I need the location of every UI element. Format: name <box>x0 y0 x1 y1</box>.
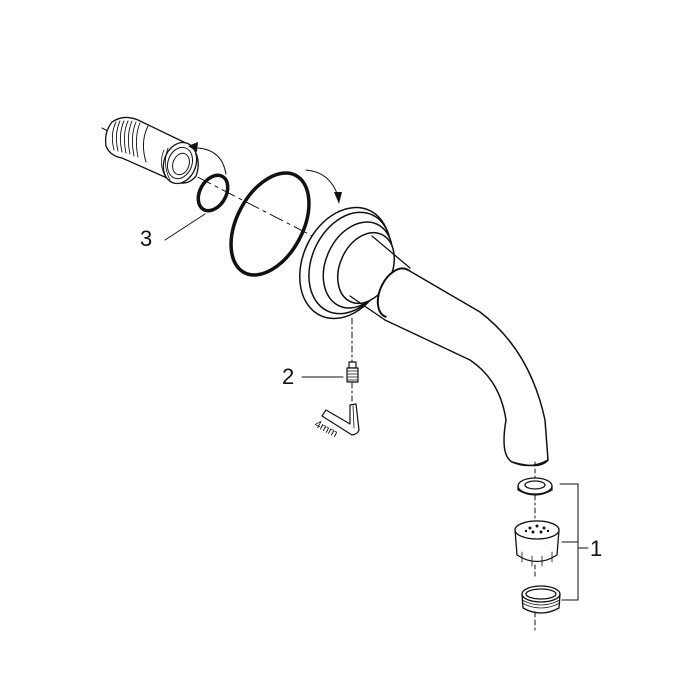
rotation-arrow-left <box>197 147 227 175</box>
threaded-adapter <box>104 116 199 185</box>
set-screw <box>346 361 359 383</box>
callout-label-2: 2 <box>282 364 295 389</box>
rotation-arrow-right <box>305 169 339 197</box>
callout-label-1: 1 <box>590 536 603 561</box>
aerator-insert <box>514 520 560 567</box>
washer <box>517 477 553 496</box>
callout-label-3: 3 <box>140 226 153 251</box>
callout-bracket-1 <box>559 483 589 601</box>
large-o-ring <box>229 171 311 277</box>
aerator-housing <box>521 585 561 614</box>
spout <box>298 206 549 467</box>
leader-line-3 <box>164 213 206 241</box>
assembly-axis <box>101 127 331 246</box>
hex-key <box>321 403 360 436</box>
small-o-ring <box>196 173 230 213</box>
